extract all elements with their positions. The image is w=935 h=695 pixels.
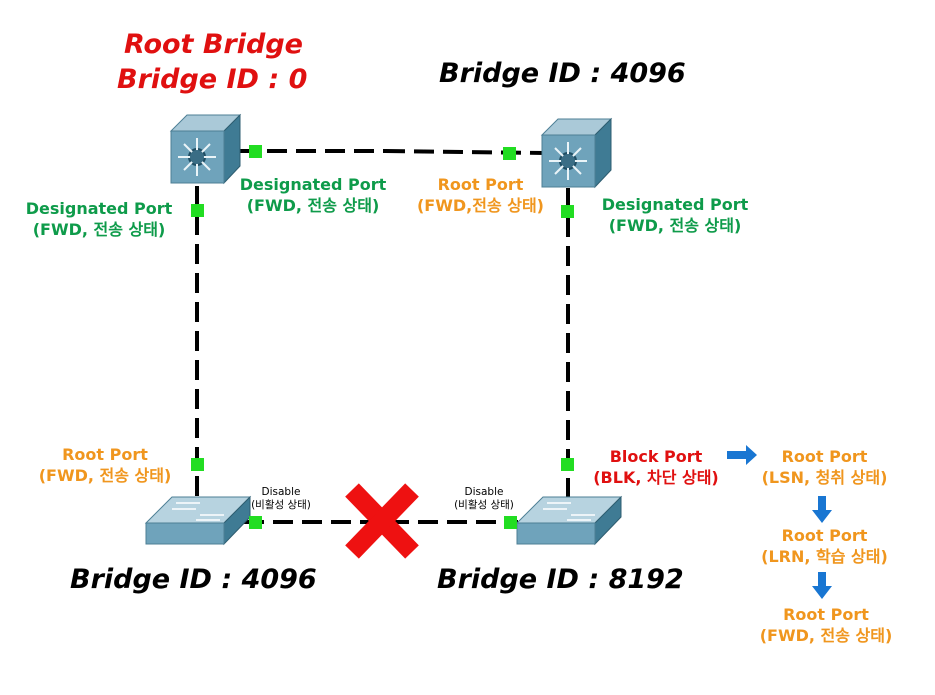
port-light bbox=[561, 205, 574, 218]
port-state: (비활성 상태) bbox=[251, 499, 311, 511]
port-role: Root Port bbox=[783, 605, 869, 624]
l3-switch-icon bbox=[540, 117, 613, 189]
blue-arrow-icon bbox=[812, 572, 832, 599]
transition-step-1: Root Port (LSN, 청취 상태) bbox=[742, 446, 907, 488]
port-state: (FWD, 전송 상태) bbox=[38, 466, 172, 485]
port-state: (BLK, 차단 상태) bbox=[593, 468, 719, 487]
port-state: (LSN, 청취 상태) bbox=[761, 468, 888, 487]
port-label-br-left: Disable (비활성 상태) bbox=[439, 486, 529, 512]
port-label-tr-left: Root Port (FWD,전송 상태) bbox=[398, 174, 563, 216]
transition-step-2: Root Port (LRN, 학습 상태) bbox=[742, 525, 907, 567]
port-role: Designated Port bbox=[25, 199, 173, 218]
port-label-bl-top: Root Port (FWD, 전송 상태) bbox=[20, 444, 190, 486]
bridge-id-bottom-left: Bridge ID : 4096 bbox=[70, 564, 317, 595]
transition-step-3: Root Port (FWD, 전송 상태) bbox=[742, 604, 910, 646]
port-light bbox=[503, 147, 516, 160]
port-state: (FWD, 전송 상태) bbox=[759, 626, 893, 645]
port-label-br-top: Block Port (BLK, 차단 상태) bbox=[575, 446, 737, 488]
port-state: (비활성 상태) bbox=[454, 499, 514, 511]
bridge-id-top-right: Bridge ID : 4096 bbox=[439, 58, 686, 89]
bridge-id-bottom-right: Bridge ID : 8192 bbox=[437, 564, 684, 595]
port-label-tr-right: Designated Port (FWD, 전송 상태) bbox=[590, 194, 760, 236]
blue-arrow-icon bbox=[812, 496, 832, 523]
l2-switch-icon bbox=[515, 495, 623, 546]
root-bridge-title: Root Bridge bbox=[124, 29, 303, 60]
port-light bbox=[249, 145, 262, 158]
port-state: (FWD, 전송 상태) bbox=[32, 220, 166, 239]
port-state: (FWD, 전송 상태) bbox=[246, 196, 380, 215]
port-state: (FWD, 전송 상태) bbox=[608, 216, 742, 235]
port-role: Root Port bbox=[62, 445, 148, 464]
l3-switch-icon bbox=[169, 113, 242, 185]
link-top bbox=[238, 149, 546, 155]
port-label-tl-left: Designated Port (FWD, 전송 상태) bbox=[14, 198, 184, 240]
port-light bbox=[561, 458, 574, 471]
port-role: Designated Port bbox=[601, 195, 749, 214]
blue-arrow-icon bbox=[727, 445, 757, 465]
port-label-tl-right: Designated Port (FWD, 전송 상태) bbox=[228, 174, 398, 216]
port-role: Designated Port bbox=[239, 175, 387, 194]
port-role: Root Port bbox=[437, 175, 524, 194]
port-role: Root Port bbox=[781, 526, 868, 545]
port-state: (LRN, 학습 상태) bbox=[761, 547, 888, 566]
port-light bbox=[191, 458, 204, 471]
bridge-id-top-left: Bridge ID : 0 bbox=[117, 64, 308, 95]
port-state: (FWD,전송 상태) bbox=[416, 196, 544, 215]
port-role: Disable bbox=[464, 486, 504, 498]
port-role: Block Port bbox=[609, 447, 703, 466]
port-role: Root Port bbox=[781, 447, 868, 466]
port-label-bl-right: Disable (비활성 상태) bbox=[236, 486, 326, 512]
red-x-icon bbox=[345, 483, 419, 559]
port-light bbox=[249, 516, 262, 529]
port-role: Disable bbox=[261, 486, 301, 498]
port-light bbox=[191, 204, 204, 217]
l2-switch-icon bbox=[144, 495, 252, 546]
port-light bbox=[504, 516, 517, 529]
